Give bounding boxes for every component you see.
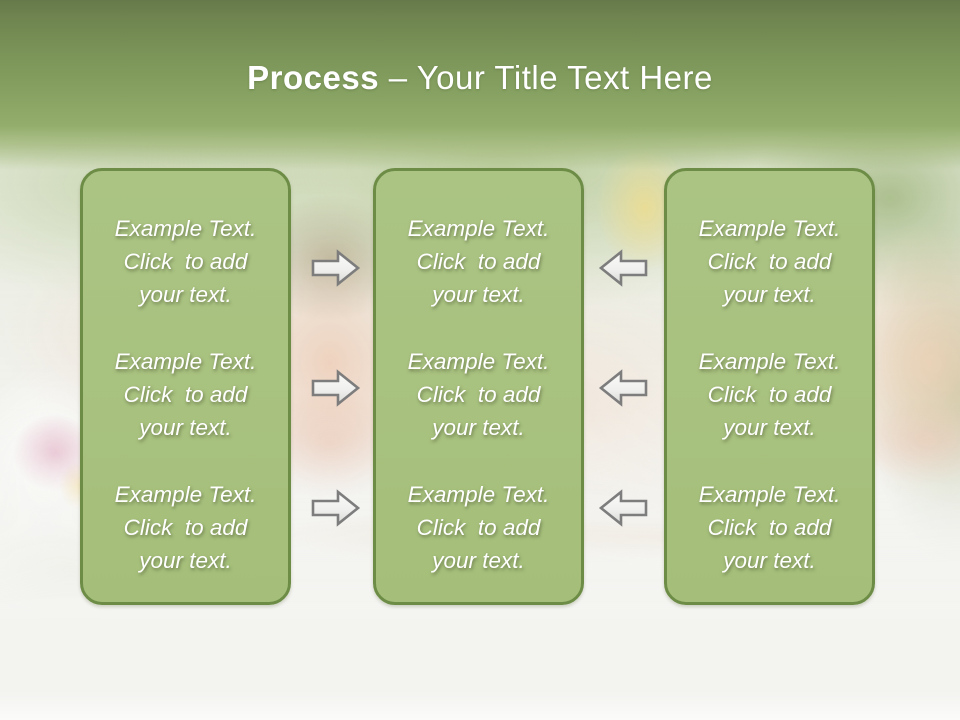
process-box-middle[interactable]: Example Text. Click to add your text. Ex…: [373, 168, 584, 605]
process-box-right[interactable]: Example Text. Click to add your text. Ex…: [664, 168, 875, 605]
text-placeholder[interactable]: Example Text. Click to add your text.: [407, 482, 550, 573]
right-arrow-icon: [311, 249, 361, 287]
text-placeholder[interactable]: Example Text. Click to add your text.: [407, 216, 550, 307]
right-arrow-icon: [311, 369, 361, 407]
text-placeholder[interactable]: Example Text. Click to add your text.: [698, 349, 841, 440]
text-placeholder[interactable]: Example Text. Click to add your text.: [114, 216, 257, 307]
text-placeholder[interactable]: Example Text. Click to add your text.: [114, 482, 257, 573]
header-band: [0, 0, 960, 170]
left-arrow-icon: [598, 249, 648, 287]
title-subtitle: – Your Title Text Here: [379, 59, 713, 96]
title-keyword: Process: [247, 59, 380, 96]
right-arrow-icon: [311, 489, 361, 527]
text-placeholder[interactable]: Example Text. Click to add your text.: [698, 216, 841, 307]
left-arrow-icon: [598, 369, 648, 407]
slide-title: Process – Your Title Text Here: [0, 56, 960, 100]
left-arrow-icon: [598, 489, 648, 527]
text-placeholder[interactable]: Example Text. Click to add your text.: [114, 349, 257, 440]
text-placeholder[interactable]: Example Text. Click to add your text.: [407, 349, 550, 440]
process-box-left[interactable]: Example Text. Click to add your text. Ex…: [80, 168, 291, 605]
text-placeholder[interactable]: Example Text. Click to add your text.: [698, 482, 841, 573]
